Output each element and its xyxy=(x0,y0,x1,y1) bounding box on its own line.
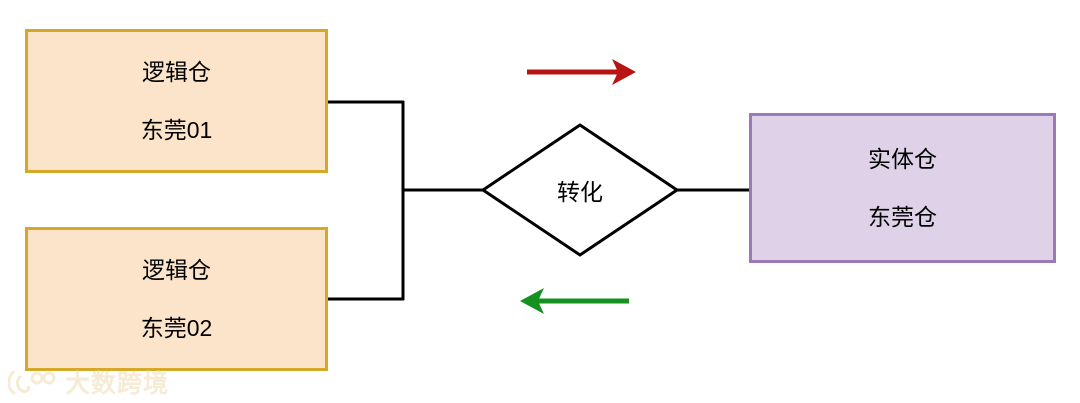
forward-arrow xyxy=(527,59,636,85)
entity-logical-warehouse-1: 逻辑仓 东莞01 xyxy=(25,29,328,173)
reverse-arrow xyxy=(520,288,629,314)
bracket-connector xyxy=(328,100,484,301)
entity-physical-warehouse: 实体仓 东莞仓 xyxy=(749,113,1056,263)
entity-label-line2: 东莞仓 xyxy=(868,204,937,230)
watermark: 大数跨境 xyxy=(8,364,169,400)
entity-logical-warehouse-2: 逻辑仓 东莞02 xyxy=(25,227,328,371)
relationship-label: 转化 xyxy=(557,179,603,205)
entity-label-line1: 实体仓 xyxy=(868,145,937,172)
dashukuajing-logo-icon xyxy=(8,369,56,396)
entity-label-line2: 东莞01 xyxy=(140,117,213,143)
watermark-text: 大数跨境 xyxy=(65,370,170,398)
entity-label-line1: 逻辑仓 xyxy=(142,256,211,283)
entity-label-line1: 逻辑仓 xyxy=(142,58,211,85)
entity-label-line2: 东莞02 xyxy=(140,315,213,341)
